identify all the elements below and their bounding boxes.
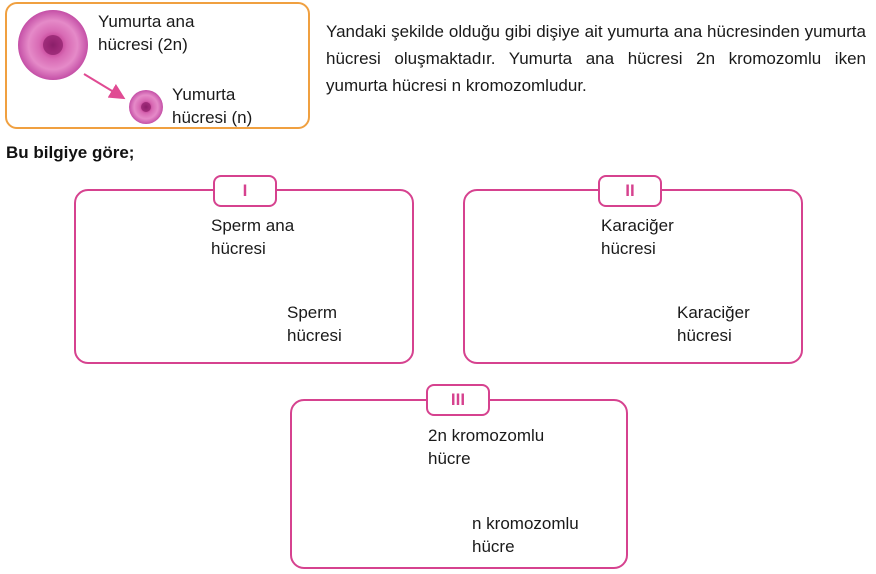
egg-cell-icon [18,10,88,80]
label-sperm: Sperm hücresi [287,303,342,345]
panel-tab-iii: III [426,384,490,416]
label-n-cell: n kromozomlu hücre [472,514,579,556]
arrow-icon [83,73,126,100]
panel-iii [290,399,628,569]
intro-figure-box [5,2,310,129]
prompt-text: Bu bilgiye göre; [6,143,135,162]
label-liver-bottom: Karaciğer hücresi [677,303,750,345]
panel-i [74,189,414,364]
panel-tab-i: I [213,175,277,207]
intro-paragraph: Yandaki şekilde olduğu gibi dişiye ait y… [326,22,866,95]
label-egg: Yumurta hücresi (n) [172,85,253,127]
label-mother-egg: Yumurta ana hücresi (2n) [98,12,195,54]
label-2n-cell: 2n kromozomlu hücre [428,426,545,468]
label-liver-top: Karaciğer hücresi [601,216,674,258]
label-sperm-mother: Sperm ana hücresi [211,216,295,258]
egg-cell-icon [129,90,163,124]
panel-tab-ii: II [598,175,662,207]
panel-ii [463,189,803,364]
